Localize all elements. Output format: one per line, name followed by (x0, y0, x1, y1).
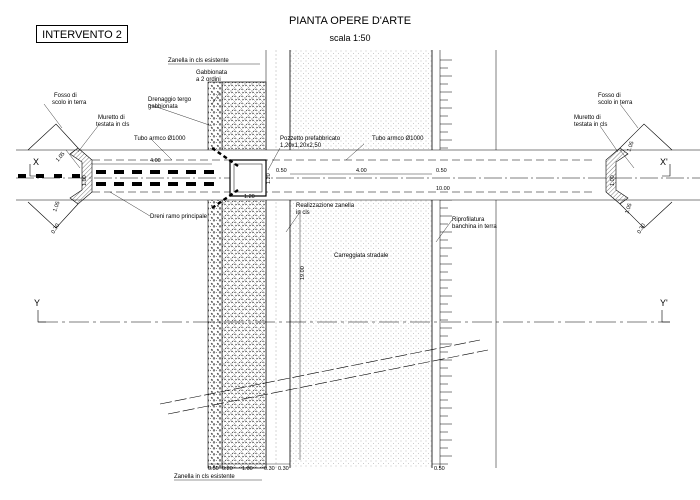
dim-030-l: 0.30 (51, 223, 62, 235)
headwall-left (69, 147, 93, 205)
label-pozzetto-2: 1,20x1,20x2,50 (280, 143, 322, 149)
label-tubo-right: Tubo armco Ø1000 (372, 136, 424, 142)
dim-120-b: 1.20 (266, 173, 272, 184)
drawing-scale: scala 1:50 (329, 33, 371, 43)
dim-050-a: 0.50 (276, 168, 287, 174)
drawing-title: PIANTA OPERE D'ARTE (288, 15, 412, 27)
label-tubo-left: Tubo armco Ø1000 (134, 136, 186, 142)
label-pozzetto-1: Pozzetto prefabbricato (280, 136, 341, 142)
drainage-strip (207, 81, 223, 469)
dim-030-b: 0.30 (278, 466, 289, 472)
label-muretto-right-2: testata in cls (574, 122, 607, 128)
dim-105-a: 1.05 (55, 151, 66, 163)
dim-050-b: 0.50 (436, 168, 447, 174)
section-mark-y: Y (34, 298, 40, 308)
dim-105-b: 1.05 (52, 201, 61, 213)
dim-030-a: 0.30 (264, 466, 275, 472)
label-muretto-right-1: Muretto di (574, 115, 601, 121)
label-gabbionata-2: a 2 ordini (196, 77, 221, 83)
label-muretto-left-2: testata in cls (96, 122, 129, 128)
dim-120-a: 1.20 (244, 194, 255, 200)
dim-050-c: 0.50 (434, 466, 445, 472)
dim-030-r: 0.30 (637, 223, 648, 235)
label-zanella-top: Zanella in cls esistente (168, 58, 229, 64)
dim-100-r: 1.00 (610, 175, 616, 186)
label-carreggiata: Carreggiata stradale (334, 253, 389, 259)
headwall-right (605, 147, 629, 205)
label-riprofilatura-1: Riprofilatura (452, 217, 485, 223)
dim-100: 1.00 (242, 466, 253, 472)
label-gabbionata-1: Gabbionata (196, 70, 228, 76)
drains (18, 170, 214, 186)
label-dreni: Dreni ramo principale (150, 214, 208, 220)
section-mark-y-prime: Y' (660, 298, 668, 308)
section-mark-x-prime: X' (660, 157, 668, 167)
dim-100-l: 1.00 (82, 175, 88, 186)
label-zanella-bottom: Zanella in cls esistente (174, 474, 235, 480)
dim-4-left: 4.00 (150, 158, 161, 164)
intervento-box: INTERVENTO 2 (36, 25, 128, 43)
dim-10: 10.00 (436, 186, 450, 192)
label-drenaggio-1: Drenaggio tergo (148, 97, 192, 103)
dim-105-c: 1.05 (626, 141, 635, 153)
dim-105-d: 1.05 (624, 203, 633, 215)
label-muretto-left-1: Muretto di (98, 115, 125, 121)
section-mark-x: X (33, 157, 39, 167)
label-fosso-left-1: Fosso di (54, 93, 77, 99)
carriageway-area (290, 50, 432, 468)
dim-020: 0.20 (222, 466, 233, 472)
label-riprofilatura-2: banchina in terra (452, 224, 497, 230)
label-realizzazione-1: Realizzazione zanella (296, 203, 355, 209)
dim-4-right: 4.00 (356, 168, 367, 174)
gabbion-wall (221, 81, 267, 469)
dim-050-bl: 0.50 (208, 466, 219, 472)
label-fosso-right-1: Fosso di (598, 93, 621, 99)
label-realizzazione-2: in cls (296, 210, 310, 216)
label-fosso-right-2: scolo in terra (598, 100, 633, 106)
bank-ticks (440, 59, 452, 465)
label-drenaggio-2: gabbionata (148, 104, 178, 110)
dim-19: 19.00 (300, 266, 306, 280)
pipe-corridor (16, 150, 700, 200)
label-fosso-left-2: scolo in terra (52, 100, 87, 106)
